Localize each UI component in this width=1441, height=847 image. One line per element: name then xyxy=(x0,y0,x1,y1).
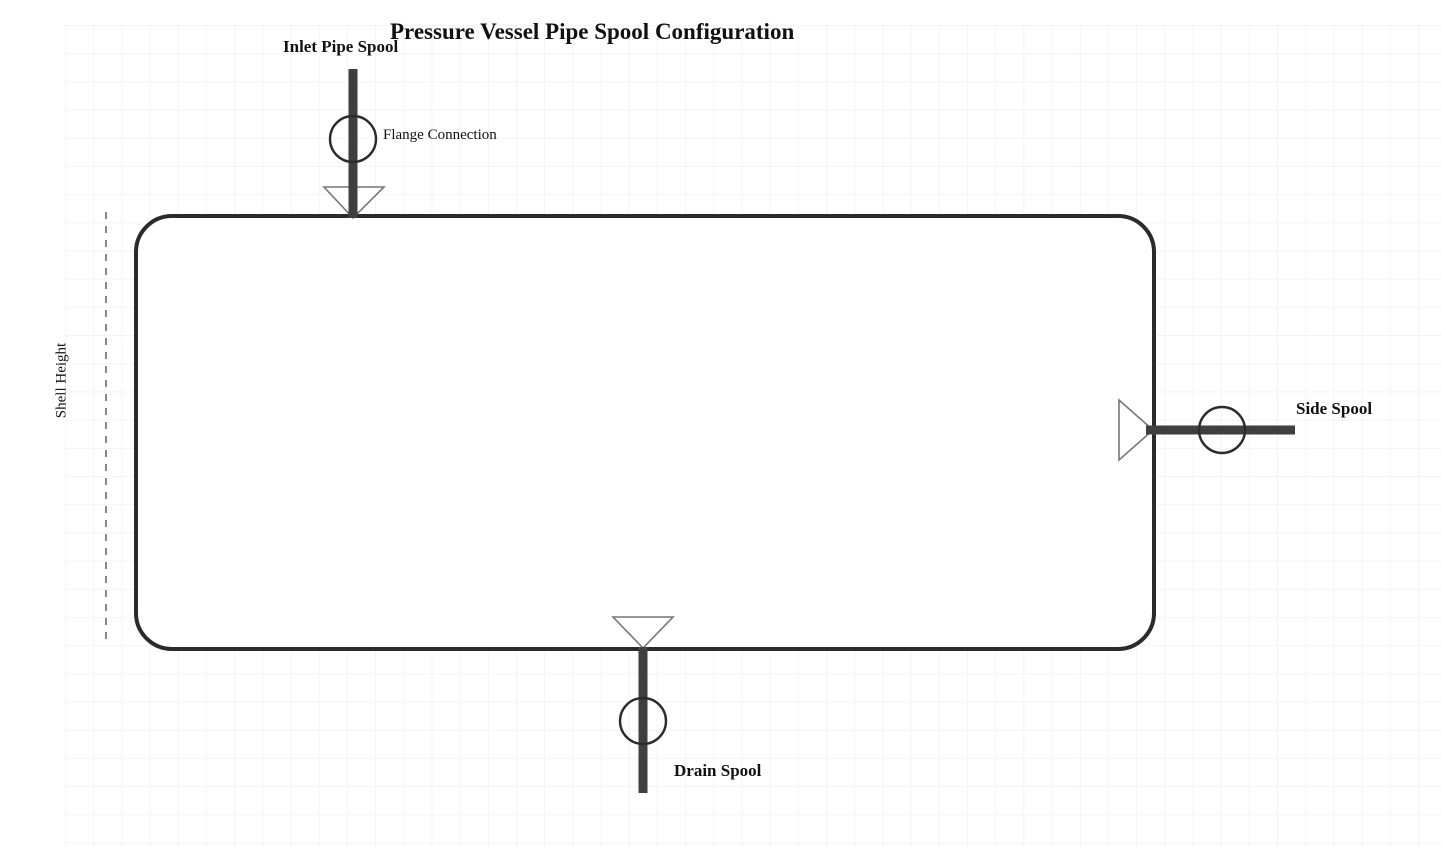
drain-spool-group xyxy=(611,616,675,793)
inlet-flange-circle-icon xyxy=(328,114,378,164)
inlet-pipe-spool-group xyxy=(322,69,386,220)
drain-spool-label: Drain Spool xyxy=(674,761,762,780)
drain-flange-circle-icon xyxy=(618,696,668,746)
inlet-pipe-spool-label: Inlet Pipe Spool xyxy=(283,37,399,56)
shell-height-label: Shell Height xyxy=(53,342,70,419)
side-spool-label: Side Spool xyxy=(1296,399,1373,418)
side-flange-circle-icon xyxy=(1197,405,1247,455)
side-spool-group xyxy=(1118,398,1295,462)
drain-nozzle-triangle-icon xyxy=(611,616,675,650)
flange-connection-annotation-label: Flange Connection xyxy=(383,127,497,143)
pressure-vessel-shell xyxy=(134,214,1156,651)
diagram-title: Pressure Vessel Pipe Spool Configuration xyxy=(390,19,795,44)
side-nozzle-triangle-icon xyxy=(1118,398,1155,462)
